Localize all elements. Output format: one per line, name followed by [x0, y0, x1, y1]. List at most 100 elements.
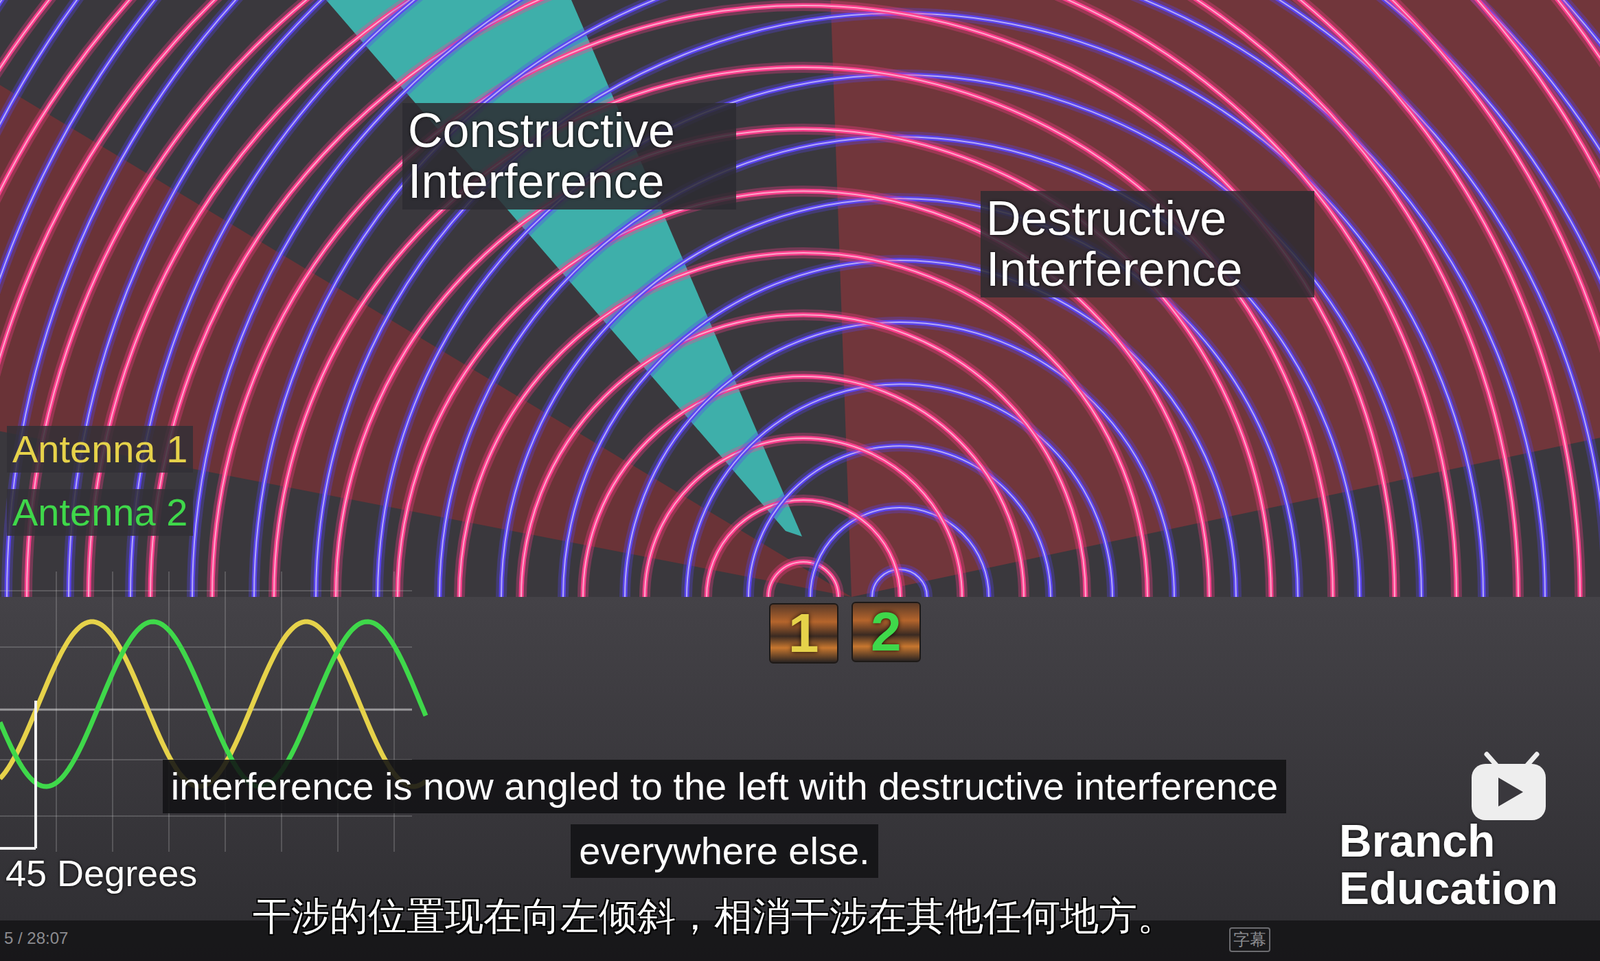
wave-arc — [0, 0, 1600, 597]
wave-arc — [88, 0, 1519, 597]
wave-arc — [459, 252, 1148, 597]
wave-arc — [130, 0, 1600, 597]
wave-arc — [0, 0, 1600, 597]
wave-arc — [0, 0, 1600, 597]
wave-arc — [0, 0, 1600, 597]
wave-arc — [0, 0, 1600, 597]
wave-arc — [0, 0, 1600, 597]
wave-arc — [0, 0, 1600, 597]
wave-arc — [0, 0, 1600, 597]
wave-arc — [0, 0, 1600, 597]
wave-arc — [150, 0, 1457, 597]
wave-arc — [0, 0, 1600, 597]
wave-arc — [0, 0, 1600, 597]
wave-arc — [0, 0, 1600, 597]
video-timestamp: 5 / 28:07 — [4, 928, 68, 948]
wave-arc — [0, 0, 1600, 597]
wave-arc — [68, 0, 1600, 597]
wave-arc — [0, 0, 1600, 597]
wave-arc — [0, 0, 1600, 597]
wave-arc — [0, 0, 1600, 597]
region-label: Destructive Interference — [980, 190, 1315, 298]
legend-entry: Antenna 1 — [6, 425, 193, 473]
wave-arc — [624, 322, 1175, 597]
wave-arc — [459, 252, 1148, 597]
wave-arc — [0, 0, 1600, 597]
wave-arc — [686, 383, 1113, 597]
wave-arc — [521, 314, 1086, 597]
subtitle-english: interference is now angled to the left w… — [162, 759, 1287, 814]
wave-arc — [0, 0, 1600, 597]
wave-arc — [686, 383, 1113, 597]
wave-arc — [0, 0, 1600, 597]
wave-arc — [0, 0, 1600, 597]
wave-arc — [0, 0, 1600, 597]
wave-arc — [254, 0, 1546, 597]
wave-arc — [0, 0, 1600, 597]
wave-arc — [254, 0, 1546, 597]
chart-axis — [0, 708, 413, 711]
wave-arc — [26, 0, 1581, 597]
wave-arc — [0, 0, 1600, 597]
wave-arc — [254, 0, 1546, 597]
subtitle-button: 字幕 — [1229, 927, 1271, 952]
wave-arc — [768, 561, 839, 597]
antenna-element: 1 — [769, 602, 839, 664]
wave-arc — [0, 0, 1600, 597]
tv-logo-icon — [1471, 753, 1546, 820]
wave-arc — [273, 67, 1333, 597]
wave-arc — [0, 0, 1600, 597]
wave-arc — [0, 0, 1600, 597]
wave-arc — [563, 260, 1237, 597]
wave-arc — [68, 0, 1600, 597]
wave-arc — [150, 0, 1457, 597]
antenna-element: 2 — [851, 601, 921, 662]
wave-arc — [686, 383, 1113, 597]
wave-arc — [130, 0, 1600, 597]
wave-arc — [0, 0, 1600, 597]
wave-arc — [0, 0, 1600, 597]
wave-arc — [624, 322, 1175, 597]
wave-arc — [130, 0, 1600, 597]
wave-arc — [0, 0, 1600, 597]
wave-arc — [563, 260, 1237, 597]
wave-arc — [521, 314, 1086, 597]
wave-arc — [521, 314, 1086, 597]
region-label: Constructive Interference — [402, 103, 737, 210]
wave-arc — [0, 0, 1600, 597]
wave-arc — [768, 561, 839, 597]
wave-arc — [6, 0, 1600, 597]
wave-arc — [0, 0, 1600, 597]
wave-arc — [0, 0, 1600, 597]
wave-arc — [0, 0, 1600, 597]
wave-fronts — [0, 0, 1600, 597]
wave-arc — [459, 252, 1148, 597]
wave-arc — [0, 0, 1600, 597]
antenna-number: 1 — [788, 605, 820, 661]
wave-arc — [0, 0, 1600, 597]
wave-arc — [6, 0, 1600, 597]
wave-arc — [0, 0, 1600, 597]
wave-arc — [0, 0, 1600, 597]
phase-marker — [0, 700, 36, 849]
wave-arc — [0, 0, 1600, 597]
ground-plane — [0, 596, 1600, 961]
wave-arc — [0, 0, 1600, 597]
wave-arc — [0, 0, 1600, 597]
wave-arc — [0, 0, 1600, 597]
wave-arc — [0, 0, 1600, 597]
wave-arc — [150, 0, 1457, 597]
wave-arc — [0, 0, 1600, 597]
wave-arc — [0, 0, 1600, 597]
subtitle-english: everywhere else. — [570, 824, 878, 878]
wave-arc — [563, 260, 1237, 597]
wave-arc — [0, 0, 1600, 597]
wave-arc — [0, 0, 1600, 597]
wave-arc — [0, 0, 1600, 597]
wave-arc — [0, 0, 1600, 597]
wave-arc — [706, 499, 901, 597]
wave-arc — [0, 0, 1600, 597]
wave-arc — [0, 0, 1600, 597]
wave-arc — [0, 0, 1600, 597]
